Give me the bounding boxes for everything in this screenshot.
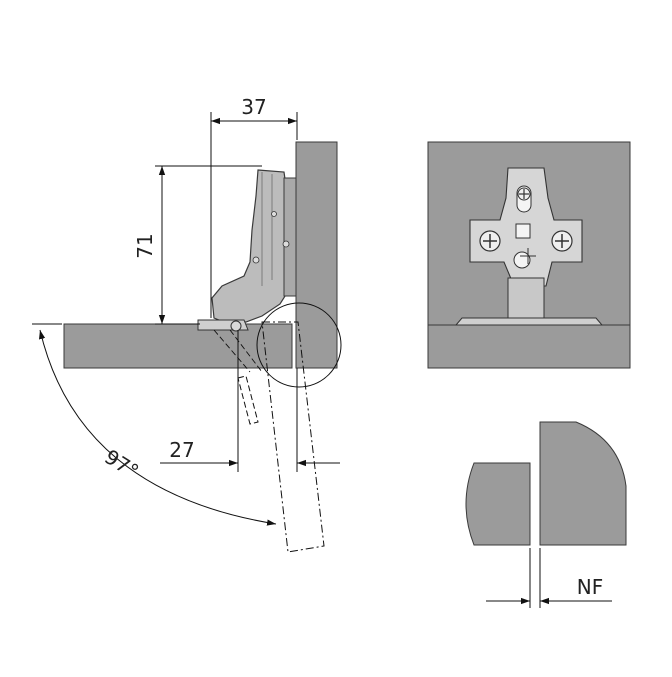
screw-icon [517,187,531,201]
screw-icon [551,230,573,252]
dimension-71-label: 71 [133,233,157,258]
cabinet-side-panel [295,141,338,369]
gap-detail-right-panel [539,421,627,546]
dimension-37: 37 [210,95,298,318]
gap-detail: NF [465,421,627,608]
open-hinge-arm-outline [237,375,259,425]
screw-icon [479,230,501,252]
angle-97-label: 97° [100,444,143,483]
hinge-arm [197,169,297,332]
door-panel [63,323,293,369]
dimension-71: 71 [133,165,262,325]
side-view: 37 71 27 97° [32,95,342,553]
dimension-37-label: 37 [241,95,266,119]
dimension-27-label: 27 [169,438,194,462]
dimension-nf-label: NF [577,575,603,599]
open-door-outline [261,321,325,553]
front-view [427,141,631,369]
mounting-plate [454,167,604,326]
gap-detail-left-panel [465,462,531,546]
dimension-nf: NF [486,548,612,608]
